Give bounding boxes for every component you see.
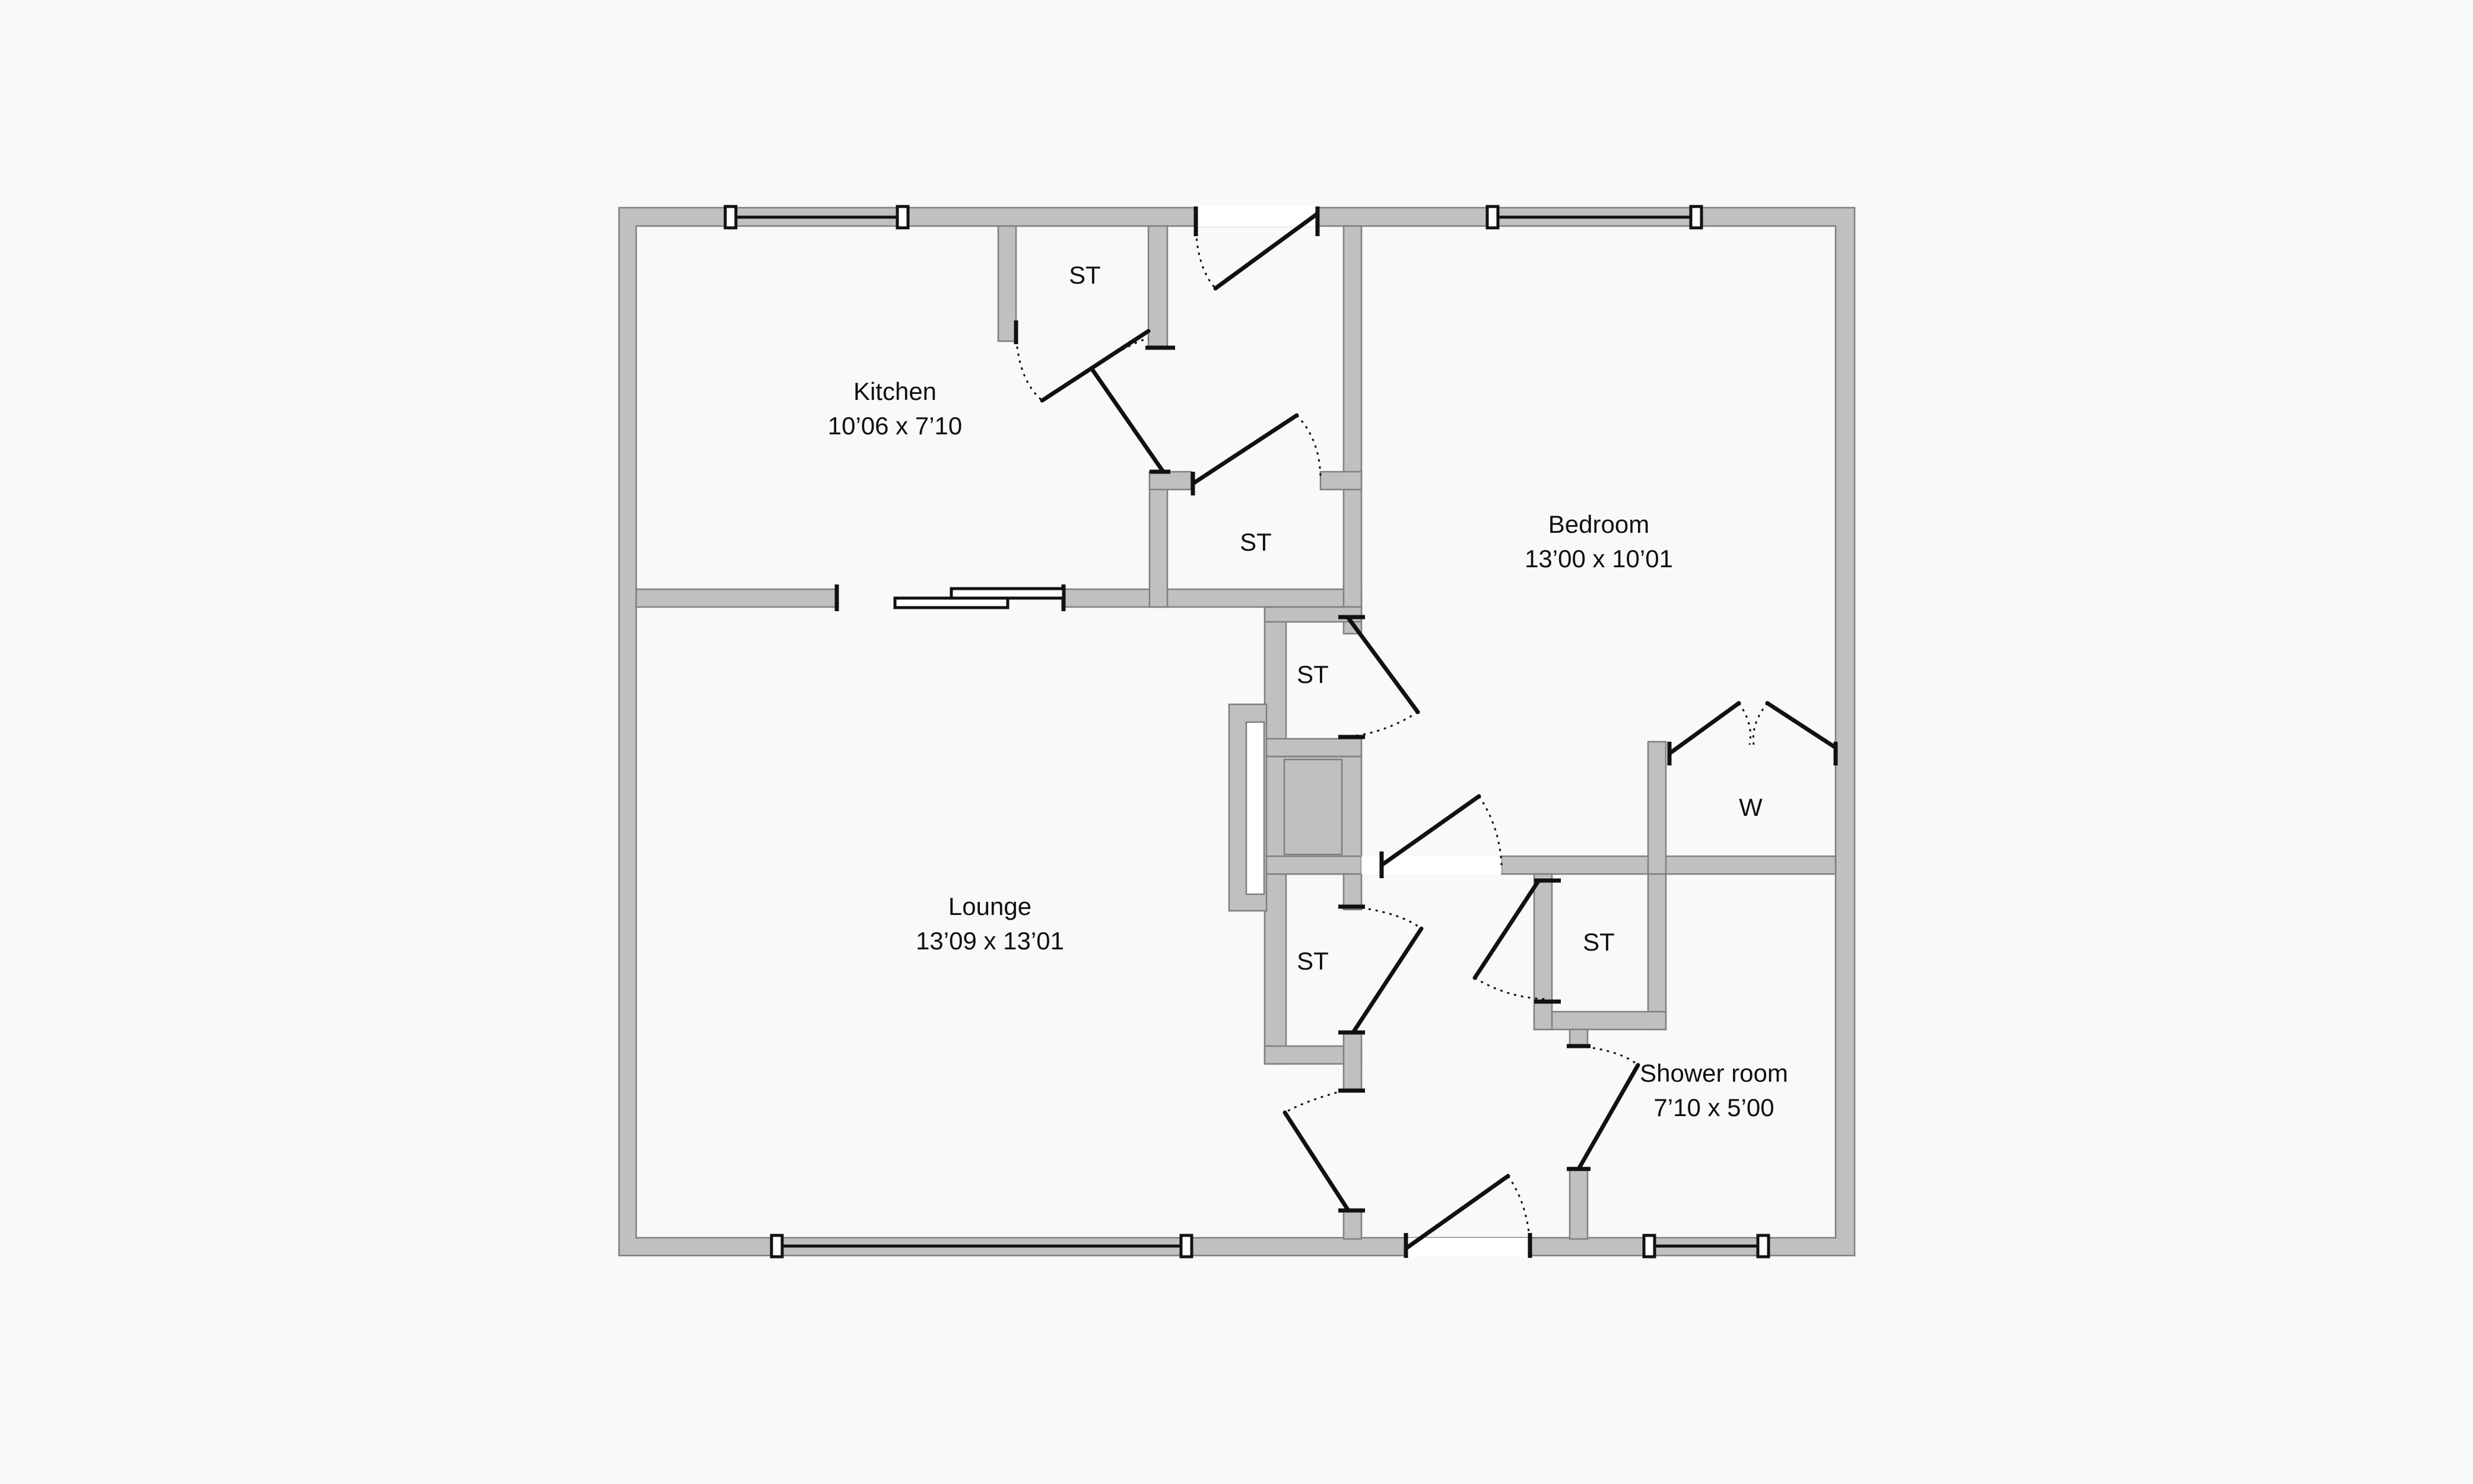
kitchen-label: Kitchen — [853, 377, 936, 405]
wall-hall-store-top — [1264, 606, 1363, 623]
bedroom-label: Bedroom — [1548, 510, 1649, 538]
kitchen-size: 10’06 x 7’10 — [828, 412, 963, 440]
door-store-upper — [1191, 413, 1322, 495]
wall-kitchen-lounge-right — [1062, 588, 1363, 608]
wall-wardrobe-left — [1647, 741, 1667, 875]
door-front — [1404, 1174, 1532, 1258]
front-door-opening — [1406, 1238, 1530, 1257]
door-top-entrance — [1193, 206, 1320, 291]
wall-kitchen-store-left — [997, 225, 1017, 342]
st-hall-low-label: ST — [1297, 947, 1329, 975]
wall-kitchen-lounge-left — [635, 588, 838, 608]
wardrobe-label: W — [1739, 793, 1763, 821]
wall-central-vertical-upper — [1342, 225, 1363, 608]
st-kitchen-label: ST — [1069, 261, 1101, 289]
chimney-flue — [1283, 758, 1343, 856]
door-kitchen-store — [1014, 320, 1175, 403]
door-hall-store-top — [1338, 615, 1420, 739]
wall-shower-front-stub — [1569, 1168, 1589, 1240]
shower-window — [1642, 1234, 1770, 1259]
wall-shower-stub — [1569, 1028, 1589, 1047]
door-store-right — [1472, 878, 1561, 1004]
wall-hall-store-right-bottom — [1342, 1030, 1363, 1092]
shower-room-label: Shower room — [1640, 1059, 1788, 1087]
wall-store-right-bottom — [1533, 1010, 1667, 1031]
lounge-label: Lounge — [948, 892, 1031, 920]
lounge-window — [770, 1234, 1193, 1259]
wall-store-upper-top — [1148, 471, 1192, 491]
st-right-label: ST — [1583, 928, 1615, 956]
wall-store-upper-left — [1148, 471, 1169, 608]
bedroom-window — [1485, 205, 1703, 230]
wall-hall-store-mid-a — [1264, 738, 1363, 758]
door-lounge — [1282, 1088, 1365, 1213]
wall-stub-front — [1342, 1209, 1363, 1240]
door-wardrobe — [1667, 701, 1838, 765]
bedroom-size: 13’00 x 10’01 — [1525, 545, 1673, 573]
shower-room-size: 7’10 x 5’00 — [1653, 1094, 1774, 1121]
wall-hall-store-mid-b — [1264, 855, 1363, 875]
door-bedroom — [1379, 794, 1503, 878]
kitchen-window — [723, 205, 910, 230]
wall-bedroom-bottom — [1500, 855, 1837, 875]
lounge-size: 13’09 x 13’01 — [916, 927, 1064, 955]
wall-kitchen-store-right — [1147, 225, 1169, 348]
wall-store-upper-stub — [1319, 471, 1363, 491]
wall-chimney-slot — [1245, 721, 1265, 895]
sliding-door — [834, 584, 1066, 611]
st-hall-top-label: ST — [1240, 528, 1272, 556]
door-shower-room — [1567, 1044, 1640, 1171]
wall-shower-left — [1647, 873, 1667, 1031]
door-kitchen — [1090, 337, 1170, 474]
door-hall-store-low — [1338, 904, 1424, 1035]
top-door-opening — [1196, 206, 1318, 227]
outer-wall — [618, 206, 1856, 1257]
wall-hall-store-right-low — [1342, 873, 1363, 911]
st-hall-mid-label: ST — [1297, 660, 1329, 688]
wall-store-right-left-stub — [1533, 873, 1553, 1031]
